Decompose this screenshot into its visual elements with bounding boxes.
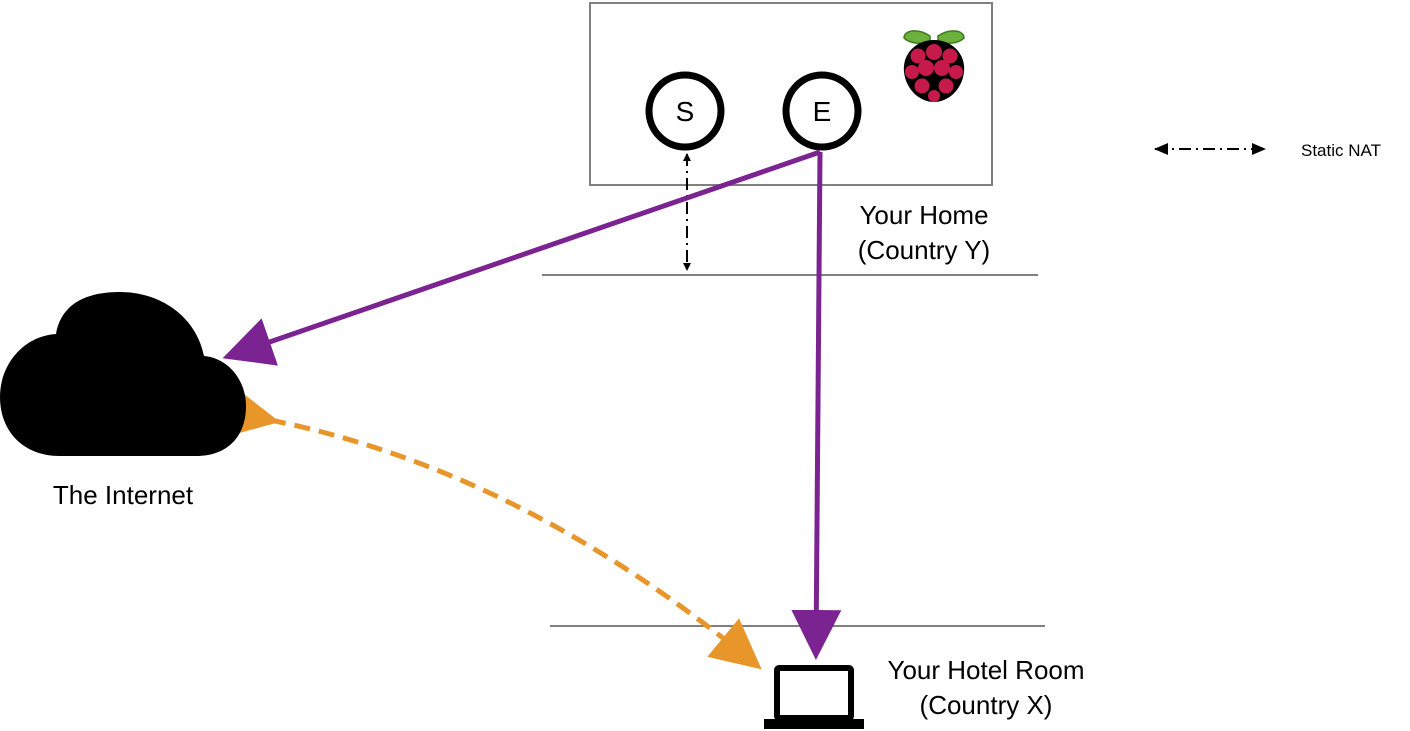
tunnel-to-hotel bbox=[791, 151, 842, 660]
cloud-icon bbox=[0, 292, 246, 456]
laptop-icon bbox=[764, 665, 864, 729]
internet-label: The Internet bbox=[53, 480, 194, 510]
node-e-label: E bbox=[813, 96, 832, 127]
hotel-label-line2: (Country X) bbox=[920, 690, 1053, 720]
node-s: S bbox=[645, 71, 725, 151]
home-box bbox=[589, 2, 993, 186]
tunnel-to-internet bbox=[222, 149, 821, 366]
node-e: E bbox=[782, 71, 862, 151]
hotel-label-line1: Your Hotel Room bbox=[887, 655, 1084, 685]
hotel-internet-traffic bbox=[225, 387, 762, 670]
raspberry-pi-logo bbox=[903, 30, 965, 102]
legend-static-nat-label: Static NAT bbox=[1301, 141, 1381, 160]
home-label-line1: Your Home bbox=[859, 200, 988, 230]
home-label-line2: (Country Y) bbox=[858, 235, 990, 265]
node-s-label: S bbox=[676, 96, 695, 127]
legend: Static NAT bbox=[1154, 141, 1381, 160]
